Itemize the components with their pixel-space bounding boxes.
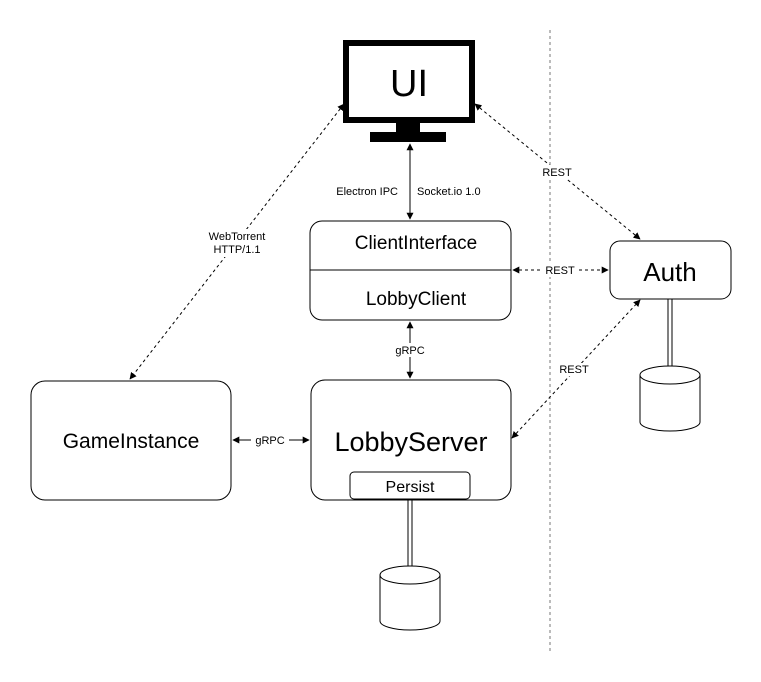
client-node: ClientInterface LobbyClient xyxy=(309,220,512,321)
monitor-icon: UI xyxy=(343,40,475,142)
http-label: HTTP/1.1 xyxy=(213,244,260,256)
electron-ipc-label: Electron IPC xyxy=(336,186,398,198)
persist-box xyxy=(349,471,471,500)
server-db-link xyxy=(407,500,413,566)
lobby-client-label: LobbyClient xyxy=(366,289,467,310)
rest-server-auth-label: REST xyxy=(559,364,589,376)
rest-client-auth-label: REST xyxy=(545,265,575,277)
client-interface-label: ClientInterface xyxy=(355,233,478,254)
rest-ui-auth-label: REST xyxy=(542,167,572,179)
auth-label: Auth xyxy=(643,257,697,287)
auth-node: Auth xyxy=(609,240,732,300)
database-cylinder-icon xyxy=(379,565,441,631)
database-cylinder-icon xyxy=(639,365,701,432)
lobby-server-label: LobbyServer xyxy=(334,427,487,457)
webtorrent-label: WebTorrent xyxy=(209,231,266,243)
socket-io-label: Socket.io 1.0 xyxy=(417,186,481,198)
lobby-server-node: LobbyServer Persist xyxy=(310,379,512,501)
server-auth-edge xyxy=(511,299,641,439)
grpc-client-server-label: gRPC xyxy=(395,345,424,357)
auth-db-link xyxy=(667,299,673,366)
grpc-game-server-label: gRPC xyxy=(255,435,284,447)
persist-label: Persist xyxy=(386,479,435,496)
game-instance-node: GameInstance xyxy=(30,380,232,501)
game-instance-label: GameInstance xyxy=(63,430,200,453)
ui-label: UI xyxy=(390,63,428,105)
